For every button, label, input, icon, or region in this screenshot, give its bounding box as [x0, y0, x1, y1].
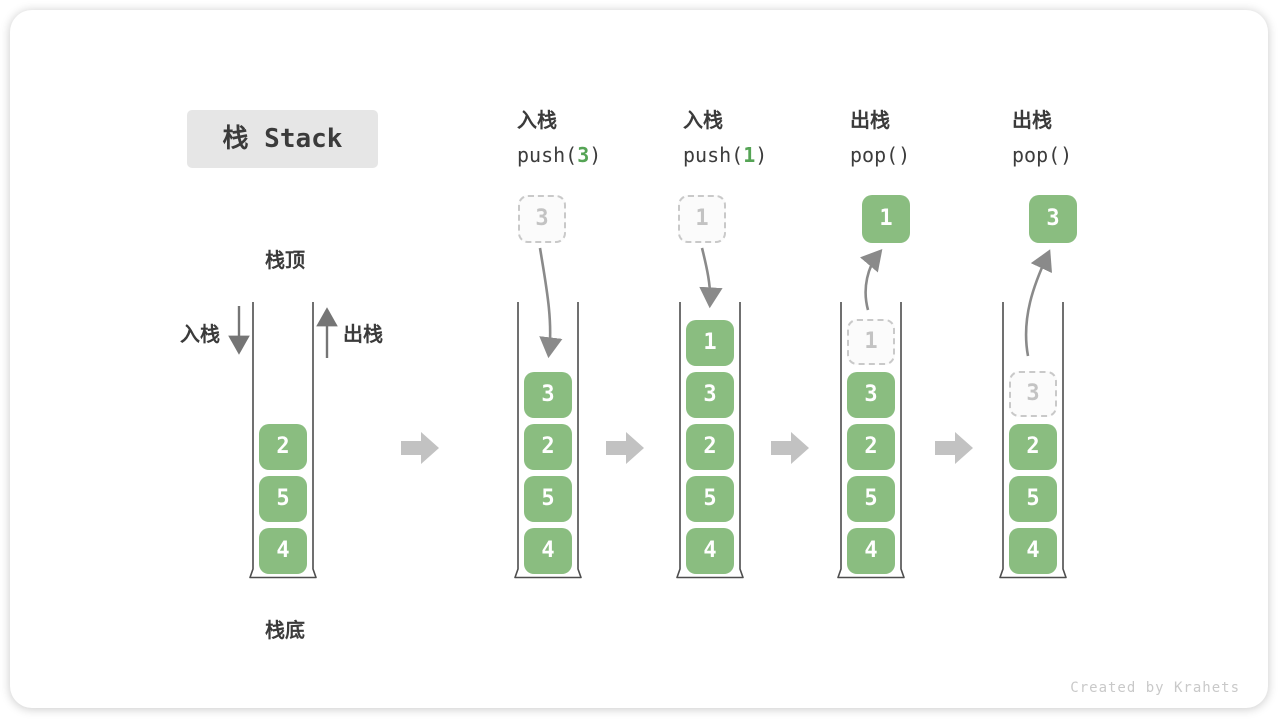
stack-container-3: [676, 302, 744, 579]
stack-container-2: [514, 302, 582, 579]
stack-element: 4: [524, 528, 572, 574]
push-arg: 3: [577, 143, 590, 167]
operation-header-push-3: 入栈 push(3): [517, 106, 677, 170]
operation-header-code: push(1): [683, 143, 768, 167]
operation-header-pop-3: 出栈 pop(): [1012, 106, 1172, 170]
stack-element: 3: [524, 372, 572, 418]
pop-1-arrow: [859, 249, 883, 311]
stack-element: 1: [686, 320, 734, 366]
watermark: Created by Krahets: [1070, 680, 1240, 696]
stack-element: 2: [259, 424, 307, 470]
operation-header-zh: 出栈: [1012, 110, 1052, 132]
stack-element: 2: [524, 424, 572, 470]
stack-element: 2: [847, 424, 895, 470]
diagram-title: 栈 Stack: [187, 110, 378, 168]
stack-element: 5: [686, 476, 734, 522]
stack-top-label: 栈顶: [265, 250, 305, 272]
stack-element: 3: [686, 372, 734, 418]
push-1-arrow: [699, 247, 723, 309]
removed-element-ghost: 1: [847, 319, 895, 365]
stack-element: 5: [1009, 476, 1057, 522]
operation-header-code: pop(): [1012, 143, 1073, 167]
operation-header-code: push(3): [517, 143, 602, 167]
operation-header-push-1: 入栈 push(1): [683, 106, 843, 170]
operation-header-zh: 入栈: [517, 110, 557, 132]
stack-element: 3: [847, 372, 895, 418]
stack-element: 4: [1009, 528, 1057, 574]
stack-container-4: [837, 302, 905, 579]
pop-3-arrow: [1024, 249, 1053, 357]
operation-header-zh: 入栈: [683, 110, 723, 132]
operation-header-zh: 出栈: [850, 110, 890, 132]
incoming-element-1: 1: [678, 195, 726, 243]
push-side-label: 入栈: [180, 324, 220, 346]
push-3-arrow: [538, 247, 563, 359]
stack-element: 5: [847, 476, 895, 522]
operation-header-pop-1: 出栈 pop(): [850, 106, 1010, 170]
stack-element: 4: [259, 528, 307, 574]
step-arrow-2: [606, 432, 644, 464]
stack-container-1: [249, 302, 317, 579]
stack-container-5: [999, 302, 1067, 579]
stack-element: 2: [686, 424, 734, 470]
pop-side-label: 出栈: [343, 324, 383, 346]
stack-element: 2: [1009, 424, 1057, 470]
stack-element: 4: [686, 528, 734, 574]
removed-element-ghost: 3: [1009, 371, 1057, 417]
popped-element-3: 3: [1029, 195, 1077, 243]
popped-element-1: 1: [862, 195, 910, 243]
stack-element: 4: [847, 528, 895, 574]
operation-header-code: pop(): [850, 143, 911, 167]
incoming-element-3: 3: [518, 195, 566, 243]
step-arrow-4: [935, 432, 973, 464]
step-arrow-3: [771, 432, 809, 464]
stack-bottom-label: 栈底: [265, 620, 305, 642]
stack-element: 5: [259, 476, 307, 522]
stack-element: 5: [524, 476, 572, 522]
step-arrow-1: [401, 432, 439, 464]
push-arg: 1: [743, 143, 756, 167]
